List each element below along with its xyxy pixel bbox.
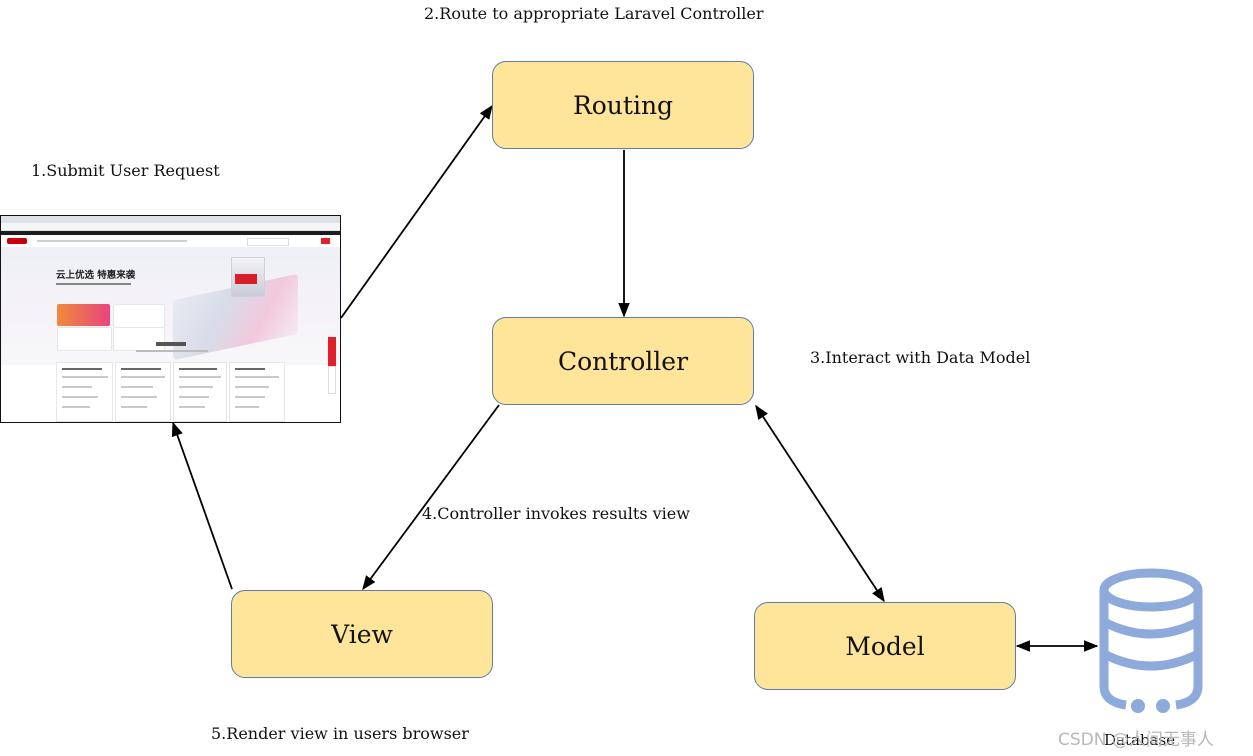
database-icon-port-left: [1131, 699, 1145, 713]
site-logo: [7, 238, 27, 244]
product-panel-3: [173, 362, 227, 422]
section-subtitle: [136, 350, 208, 352]
step-label-route: 2.Route to appropriate Laravel Controlle…: [424, 4, 764, 23]
database-icon: [1099, 568, 1203, 710]
arrow-view-to-browser: [171, 421, 233, 590]
step-label-interact: 3.Interact with Data Model: [810, 348, 1031, 367]
product-panel-1: [56, 362, 113, 422]
step-label-submit: 1.Submit User Request: [31, 161, 220, 180]
step-label-render: 5.Render view in users browser: [211, 724, 469, 743]
browser-address-bar: [1, 223, 340, 231]
browser-top-strip: [1, 231, 340, 235]
arrow-browser-to-routing: [340, 104, 493, 319]
database-label: Database: [1104, 731, 1176, 749]
site-red-button: [321, 238, 330, 244]
model-box[interactable]: Model: [754, 602, 1016, 690]
database-icon-port-right: [1156, 699, 1170, 713]
hero-promo-card-white: [113, 304, 165, 328]
arrow-controller-to-view: [362, 404, 500, 591]
hero-title: 云上优选 特惠来袭: [56, 270, 136, 281]
hero-subline: [56, 283, 131, 285]
product-panel-4: [229, 362, 285, 422]
product-panel-2: [115, 362, 171, 422]
controller-box[interactable]: Controller: [492, 317, 754, 405]
arrow-controller-model: [755, 404, 885, 603]
hero-promo-card-white-3: [113, 327, 165, 351]
view-box[interactable]: View: [231, 590, 493, 678]
site-search-box: [247, 238, 289, 246]
step-label-invoke-view: 4.Controller invokes results view: [422, 504, 690, 523]
section-title: [156, 342, 186, 346]
floating-sidebar-lower: [328, 366, 336, 394]
floating-sidebar: [328, 337, 336, 393]
site-nav-links: [37, 240, 187, 242]
hero-illustration-badge: [235, 274, 257, 284]
site-hero: 云上优选 特惠来袭: [1, 247, 340, 365]
watermark: CSDN @人间无事人: [1058, 730, 1214, 750]
hero-promo-card-white-2: [57, 327, 112, 351]
browser-tab-bar: [1, 216, 340, 223]
routing-box[interactable]: Routing: [492, 61, 754, 149]
browser-screenshot: 云上优选 特惠来袭: [0, 215, 341, 423]
hero-promo-card-orange: [57, 304, 110, 326]
